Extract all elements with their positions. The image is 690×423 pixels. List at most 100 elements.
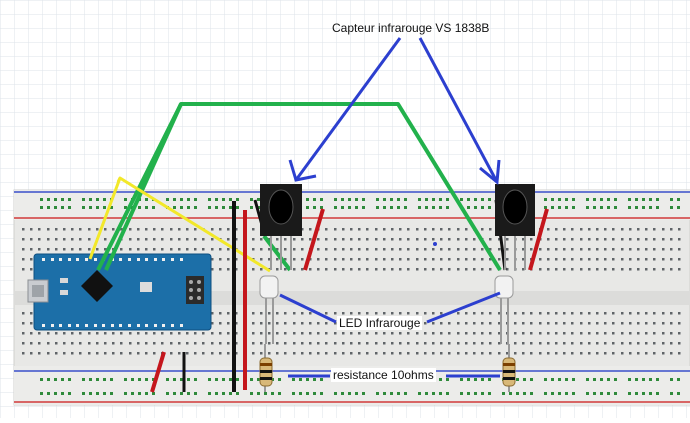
breadboard-hole xyxy=(383,228,386,231)
breadboard-hole xyxy=(227,352,230,355)
breadboard-hole xyxy=(208,378,211,381)
breadboard-hole xyxy=(391,238,394,241)
breadboard-hole xyxy=(30,312,33,315)
breadboard-hole xyxy=(250,198,253,201)
breadboard-hole xyxy=(407,238,410,241)
breadboard-hole xyxy=(375,268,378,271)
nano-pin xyxy=(42,258,45,261)
breadboard-hole xyxy=(47,392,50,395)
breadboard-hole xyxy=(320,206,323,209)
breadboard-hole xyxy=(103,378,106,381)
breadboard-hole xyxy=(342,258,345,261)
breadboard-hole xyxy=(194,228,197,231)
breadboard-hole xyxy=(334,268,337,271)
breadboard-hole xyxy=(645,342,648,345)
breadboard-hole xyxy=(219,228,222,231)
breadboard-hole xyxy=(366,238,369,241)
breadboard-hole xyxy=(152,392,155,395)
breadboard-hole xyxy=(506,268,509,271)
nano-pin xyxy=(76,324,79,327)
breadboard-hole xyxy=(649,378,652,381)
breadboard-hole xyxy=(178,352,181,355)
breadboard-hole xyxy=(473,312,476,315)
breadboard-hole xyxy=(637,342,640,345)
breadboard-hole xyxy=(88,332,91,335)
breadboard-hole xyxy=(152,206,155,209)
breadboard-hole xyxy=(465,248,468,251)
breadboard-hole xyxy=(202,342,205,345)
breadboard-hole xyxy=(678,238,681,241)
breadboard-hole xyxy=(292,392,295,395)
breadboard-hole xyxy=(227,268,230,271)
breadboard-hole xyxy=(235,322,238,325)
breadboard-hole xyxy=(235,352,238,355)
breadboard-hole xyxy=(54,206,57,209)
breadboard-hole xyxy=(547,268,550,271)
breadboard-hole xyxy=(677,378,680,381)
breadboard-hole xyxy=(137,342,140,345)
breadboard-hole xyxy=(178,342,181,345)
breadboard-hole xyxy=(637,228,640,231)
breadboard-hole xyxy=(260,352,263,355)
breadboard-hole xyxy=(383,342,386,345)
breadboard-hole xyxy=(137,238,140,241)
breadboard-hole xyxy=(317,342,320,345)
breadboard-hole xyxy=(79,352,82,355)
breadboard-hole xyxy=(580,322,583,325)
breadboard-hole xyxy=(645,238,648,241)
breadboard-hole xyxy=(124,378,127,381)
breadboard-hole xyxy=(432,238,435,241)
breadboard-hole xyxy=(457,238,460,241)
breadboard-hole xyxy=(653,258,656,261)
breadboard-hole xyxy=(481,198,484,201)
breadboard-hole xyxy=(293,332,296,335)
breadboard-hole xyxy=(588,332,591,335)
breadboard-hole xyxy=(563,268,566,271)
breadboard-hole xyxy=(473,342,476,345)
breadboard-hole xyxy=(440,238,443,241)
breadboard-hole xyxy=(514,312,517,315)
breadboard-hole xyxy=(425,206,428,209)
breadboard-hole xyxy=(138,378,141,381)
breadboard-hole xyxy=(145,392,148,395)
breadboard-hole xyxy=(54,378,57,381)
breadboard-hole xyxy=(63,352,66,355)
nano-pin xyxy=(180,258,183,261)
breadboard-hole xyxy=(257,378,260,381)
breadboard-hole xyxy=(236,378,239,381)
breadboard-hole xyxy=(670,206,673,209)
breadboard-hole xyxy=(628,378,631,381)
breadboard-hole xyxy=(621,312,624,315)
breadboard-hole xyxy=(604,238,607,241)
breadboard-hole xyxy=(366,268,369,271)
breadboard-hole xyxy=(235,258,238,261)
breadboard-hole xyxy=(397,206,400,209)
red-wire-bottom xyxy=(150,351,166,393)
breadboard-hole xyxy=(563,248,566,251)
breadboard-hole xyxy=(390,206,393,209)
breadboard-hole xyxy=(424,258,427,261)
breadboard-hole xyxy=(61,392,64,395)
breadboard-hole xyxy=(187,392,190,395)
breadboard-hole xyxy=(284,248,287,251)
breadboard-hole xyxy=(129,352,132,355)
breadboard-hole xyxy=(350,228,353,231)
breadboard-hole xyxy=(257,198,260,201)
breadboard-hole xyxy=(153,342,156,345)
breadboard-hole xyxy=(366,248,369,251)
breadboard-hole xyxy=(276,352,279,355)
breadboard-hole xyxy=(586,392,589,395)
breadboard-hole xyxy=(432,258,435,261)
breadboard-hole xyxy=(514,332,517,335)
breadboard-hole xyxy=(55,342,58,345)
nano-pin xyxy=(171,324,174,327)
breadboard-hole xyxy=(457,228,460,231)
breadboard-hole xyxy=(166,378,169,381)
breadboard-hole xyxy=(612,228,615,231)
breadboard-hole xyxy=(558,206,561,209)
resistor-icon xyxy=(502,344,516,392)
breadboard-hole xyxy=(235,332,238,335)
breadboard-hole xyxy=(509,392,512,395)
breadboard-hole xyxy=(637,322,640,325)
breadboard-hole xyxy=(440,312,443,315)
